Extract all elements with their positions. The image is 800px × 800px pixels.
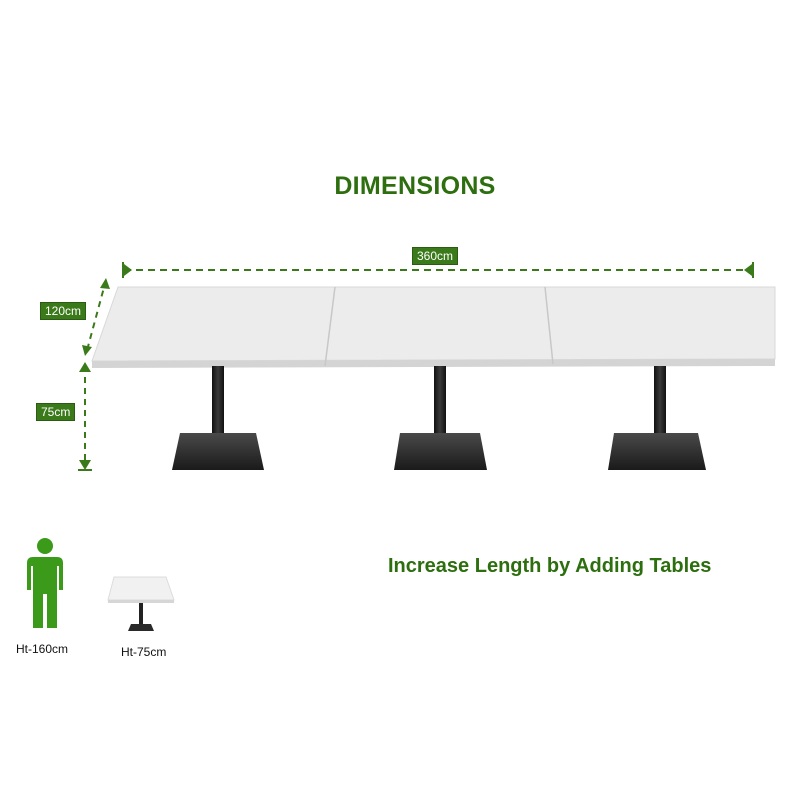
table-leg-2 bbox=[434, 366, 446, 434]
table-leg-1 bbox=[212, 366, 224, 434]
table-base-1 bbox=[172, 433, 264, 470]
width-label: 120cm bbox=[40, 302, 87, 320]
width-arrow-bottom bbox=[82, 345, 92, 356]
person-height-caption: Ht-160cm bbox=[16, 642, 69, 656]
height-arrow-bottom bbox=[79, 460, 91, 470]
table-top-surface bbox=[91, 286, 776, 362]
length-arrow-right bbox=[744, 264, 752, 276]
table-top-edge bbox=[92, 359, 775, 368]
width-dimension-line bbox=[85, 279, 107, 355]
table-seam-1 bbox=[324, 286, 336, 367]
length-label: 360cm bbox=[412, 247, 459, 265]
person-icon bbox=[27, 538, 63, 628]
table-leg-3 bbox=[654, 366, 666, 434]
table-seam-2 bbox=[544, 286, 554, 365]
tagline: Increase Length by Adding Tables bbox=[388, 555, 712, 577]
length-arrow-left bbox=[124, 264, 132, 276]
height-label: 75cm bbox=[36, 403, 76, 421]
width-arrow-top bbox=[100, 278, 110, 289]
table-base-2 bbox=[394, 433, 487, 470]
table-base-3 bbox=[608, 433, 706, 470]
page-title: DIMENSIONS bbox=[334, 172, 496, 200]
small-table-icon bbox=[107, 576, 175, 631]
table-height-caption: Ht-75cm bbox=[121, 645, 167, 659]
height-arrow-top bbox=[79, 362, 91, 372]
